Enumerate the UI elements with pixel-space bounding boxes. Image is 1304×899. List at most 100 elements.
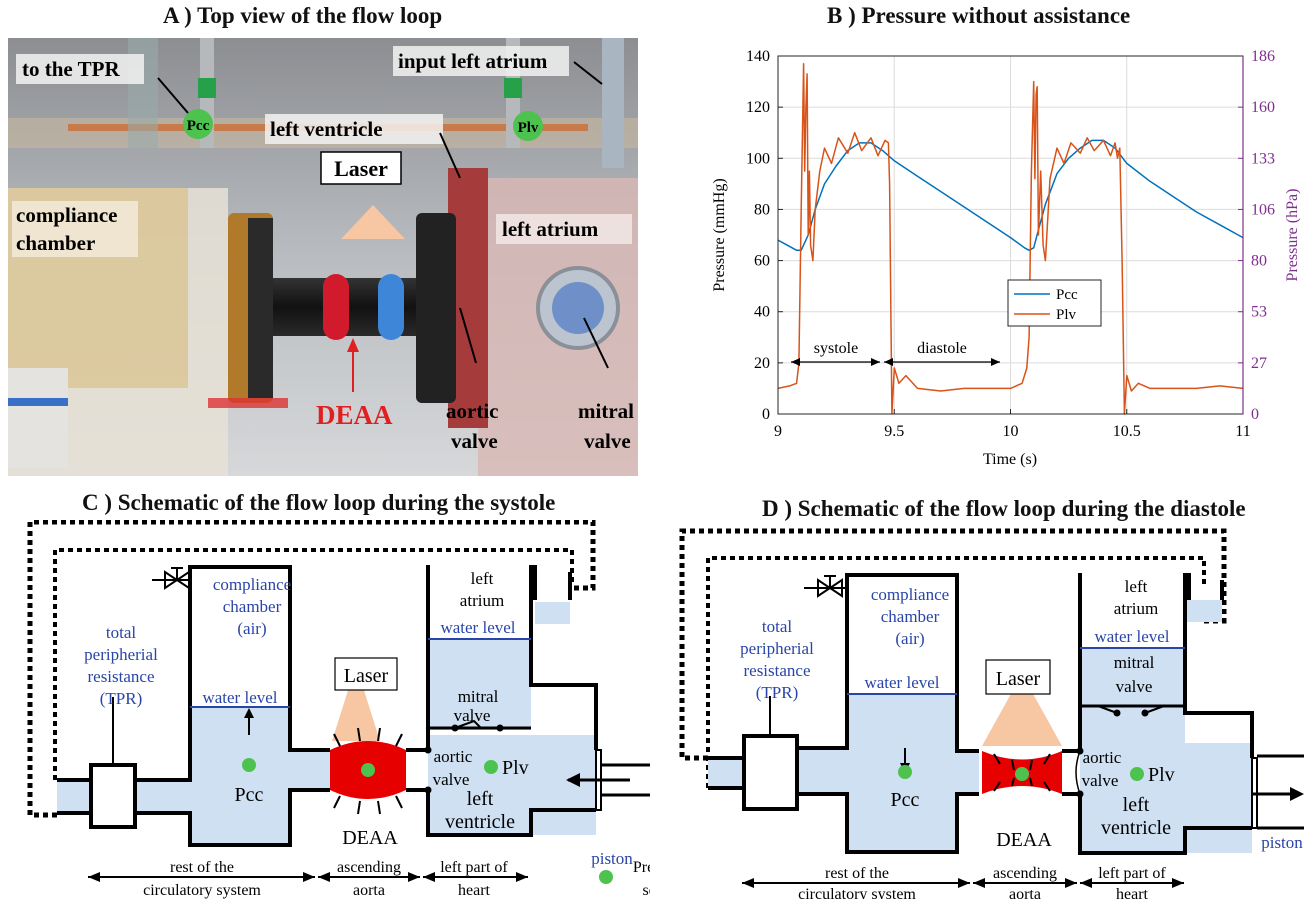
la-text-1: left xyxy=(1125,577,1148,596)
deaa-red-ring xyxy=(323,274,349,340)
cc-text-3: (air) xyxy=(895,629,924,648)
y-axis-right-label: Pressure (hPa) xyxy=(1284,189,1301,282)
pcc-photo-label: Pcc xyxy=(187,118,210,134)
y-right-tick-label: 27 xyxy=(1251,355,1267,372)
y-tick-label: 0 xyxy=(762,406,770,423)
compliance-outline-top xyxy=(135,565,330,782)
mitral-valve-photo-label-2: valve xyxy=(584,429,631,453)
cc-text-2: chamber xyxy=(223,597,282,616)
tpr-text-4: (TPR) xyxy=(756,683,799,702)
systole-label: systole xyxy=(814,340,858,357)
chart-grid xyxy=(777,55,1244,415)
y-tick-label: 120 xyxy=(746,99,770,116)
laser-box xyxy=(334,657,398,691)
deaa-photo-label: DEAA xyxy=(316,400,393,430)
aortic-text-1: aortic xyxy=(1083,748,1122,767)
aortic-valve-photo-label-1: aortic xyxy=(446,399,498,423)
laser-beam xyxy=(332,665,380,741)
compliance-label-1: compliance xyxy=(16,203,117,227)
y-right-tick-label: 160 xyxy=(1251,99,1275,116)
mitral-text-2: valve xyxy=(1116,677,1153,696)
chart-legend: Pcc Plv xyxy=(1007,279,1102,327)
tpr-text-4: (TPR) xyxy=(100,689,143,708)
left-atrium-photo-label: left atrium xyxy=(502,217,599,241)
diastole-label: diastole xyxy=(917,340,967,357)
cc-text-1: compliance xyxy=(213,575,291,594)
x-tick-label: 11 xyxy=(1235,423,1250,440)
systole-annotation: systole xyxy=(791,340,880,366)
legend-item-plv: Plv xyxy=(1056,307,1077,323)
tpr-text-2: peripherial xyxy=(740,639,814,658)
y-tick-label: 140 xyxy=(746,48,770,65)
region-3-text-2: heart xyxy=(1116,886,1149,899)
piston-label: piston xyxy=(1261,833,1303,852)
tpr-text-3: resistance xyxy=(743,661,810,680)
la-water-level: water level xyxy=(440,618,515,637)
laser-text: Laser xyxy=(996,668,1041,690)
legend-text-2: sensor xyxy=(643,882,650,899)
laser-label: Laser xyxy=(334,156,388,181)
tpr-text-2: peripherial xyxy=(84,645,158,664)
aortic-text-2: valve xyxy=(433,770,470,789)
deaa-blue-ring xyxy=(378,274,404,340)
x-tick-label: 10 xyxy=(1003,423,1019,440)
region-2-text-1: ascending xyxy=(337,859,401,876)
y-right-tick-label: 53 xyxy=(1251,304,1267,321)
laser-beam-triangle xyxy=(341,205,405,239)
panel-b-title: B ) Pressure without assistance xyxy=(827,3,1131,28)
piston-label: piston xyxy=(591,849,633,868)
compliance-water xyxy=(190,707,290,845)
laser-box xyxy=(985,659,1051,695)
legend-item-pcc: Pcc xyxy=(1056,287,1078,303)
y-right-tick-label: 106 xyxy=(1251,201,1275,218)
flow-loop-photo: Laser to the TPR Pcc input left atrium P… xyxy=(8,38,638,476)
pcc-text: Pcc xyxy=(235,784,264,806)
cc-text-2: chamber xyxy=(881,607,940,626)
tpr-text-1: total xyxy=(762,617,792,636)
tpr-box xyxy=(89,763,137,829)
tpr-text-3: resistance xyxy=(87,667,154,686)
y-right-tick-label: 0 xyxy=(1251,406,1259,423)
laser-text: Laser xyxy=(344,665,389,687)
return-line-inner xyxy=(706,556,1206,788)
region-1-text-1: rest of the xyxy=(170,859,234,876)
tpr-text-1: total xyxy=(106,623,136,642)
aortic-text-1: aortic xyxy=(434,747,473,766)
region-3-text-2: heart xyxy=(458,882,491,899)
x-tick-label: 10.5 xyxy=(1113,423,1141,440)
region-2-text-1: ascending xyxy=(993,865,1057,882)
lv-text-2: ventricle xyxy=(445,811,515,833)
panel-d-title: D ) Schematic of the flow loop during th… xyxy=(762,496,1246,521)
pcc-sensor-dot xyxy=(183,109,213,139)
x-tick-label: 9.5 xyxy=(884,423,904,440)
chart-series xyxy=(777,62,1244,415)
cc-water-level: water level xyxy=(202,688,277,707)
region-1-text-2: circulatory system xyxy=(798,886,916,899)
panel-a-title: A ) Top view of the flow loop xyxy=(163,3,443,28)
y-axis-label: Pressure (mmHg) xyxy=(711,178,728,291)
compliance-label-2: chamber xyxy=(16,231,95,255)
laser-label-box xyxy=(320,151,402,185)
systole-schematic: total peripherial resistance (TPR) compl… xyxy=(27,520,650,899)
deaa-text: DEAA xyxy=(342,827,398,849)
plv-photo-label: Plv xyxy=(518,120,539,136)
mitral-text-2: valve xyxy=(454,706,491,725)
la-water-level: water level xyxy=(1094,627,1169,646)
plv-text: Plv xyxy=(502,757,529,779)
cc-text-1: compliance xyxy=(871,585,949,604)
series-line-plv xyxy=(777,62,1244,415)
lv-text-1: left xyxy=(1123,794,1150,816)
mitral-text-1: mitral xyxy=(1114,653,1155,672)
left-ventricle-photo-label: left ventricle xyxy=(270,117,383,141)
laser-beam xyxy=(982,674,1062,746)
y-right-tick-label: 80 xyxy=(1251,253,1267,270)
y-right-tick-label: 133 xyxy=(1251,150,1275,167)
panel-c-title: C ) Schematic of the flow loop during th… xyxy=(82,490,556,515)
diastole-annotation: diastole xyxy=(884,340,1000,366)
lv-text-2: ventricle xyxy=(1101,817,1171,839)
legend-text-1: Pressure xyxy=(633,859,650,876)
aortic-valve-photo-label-2: valve xyxy=(451,429,498,453)
diastole-schematic: total peripherial resistance (TPR) compl… xyxy=(679,528,1304,899)
lv-text-1: left xyxy=(467,788,494,810)
